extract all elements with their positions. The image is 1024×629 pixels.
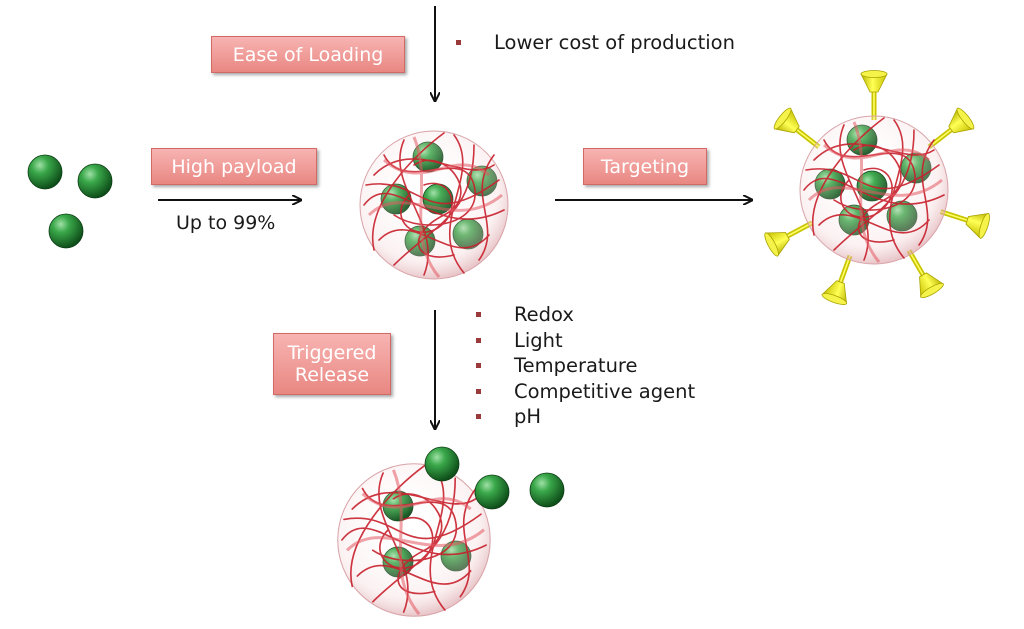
drug-molecule-icon xyxy=(48,213,84,249)
loading-benefits-list: Lower cost of production xyxy=(456,30,735,56)
loaded-nanocarrier xyxy=(358,129,510,281)
trigger-stimuli-list: Redox Light Temperature Competitive agen… xyxy=(476,302,695,430)
targeted-nanocarrier xyxy=(762,71,991,307)
polymer-nanocarrier-icon xyxy=(358,129,510,281)
high-payload-label: High payload xyxy=(151,148,317,185)
list-item: Competitive agent xyxy=(476,379,695,405)
list-item: Light xyxy=(476,328,695,354)
payload-note: Up to 99% xyxy=(176,212,276,234)
polymer-nanocarrier-icon xyxy=(336,462,492,618)
list-item: pH xyxy=(476,404,695,430)
targeting-label: Targeting xyxy=(583,148,707,185)
triggered-release-line2: Release xyxy=(294,364,370,386)
list-item: Temperature xyxy=(476,353,695,379)
list-item: Lower cost of production xyxy=(456,30,735,56)
polymer-nanocarrier-icon xyxy=(798,114,950,266)
list-item: Redox xyxy=(476,302,695,328)
free-drug-molecules xyxy=(27,154,113,249)
drug-molecule-icon xyxy=(77,163,113,199)
drug-molecule-icon xyxy=(27,154,63,190)
triggered-release-line1: Triggered xyxy=(287,342,377,364)
ease-of-loading-label: Ease of Loading xyxy=(211,36,405,73)
triggered-release-label: Triggered Release xyxy=(273,333,391,395)
releasing-nanocarrier xyxy=(336,462,492,618)
